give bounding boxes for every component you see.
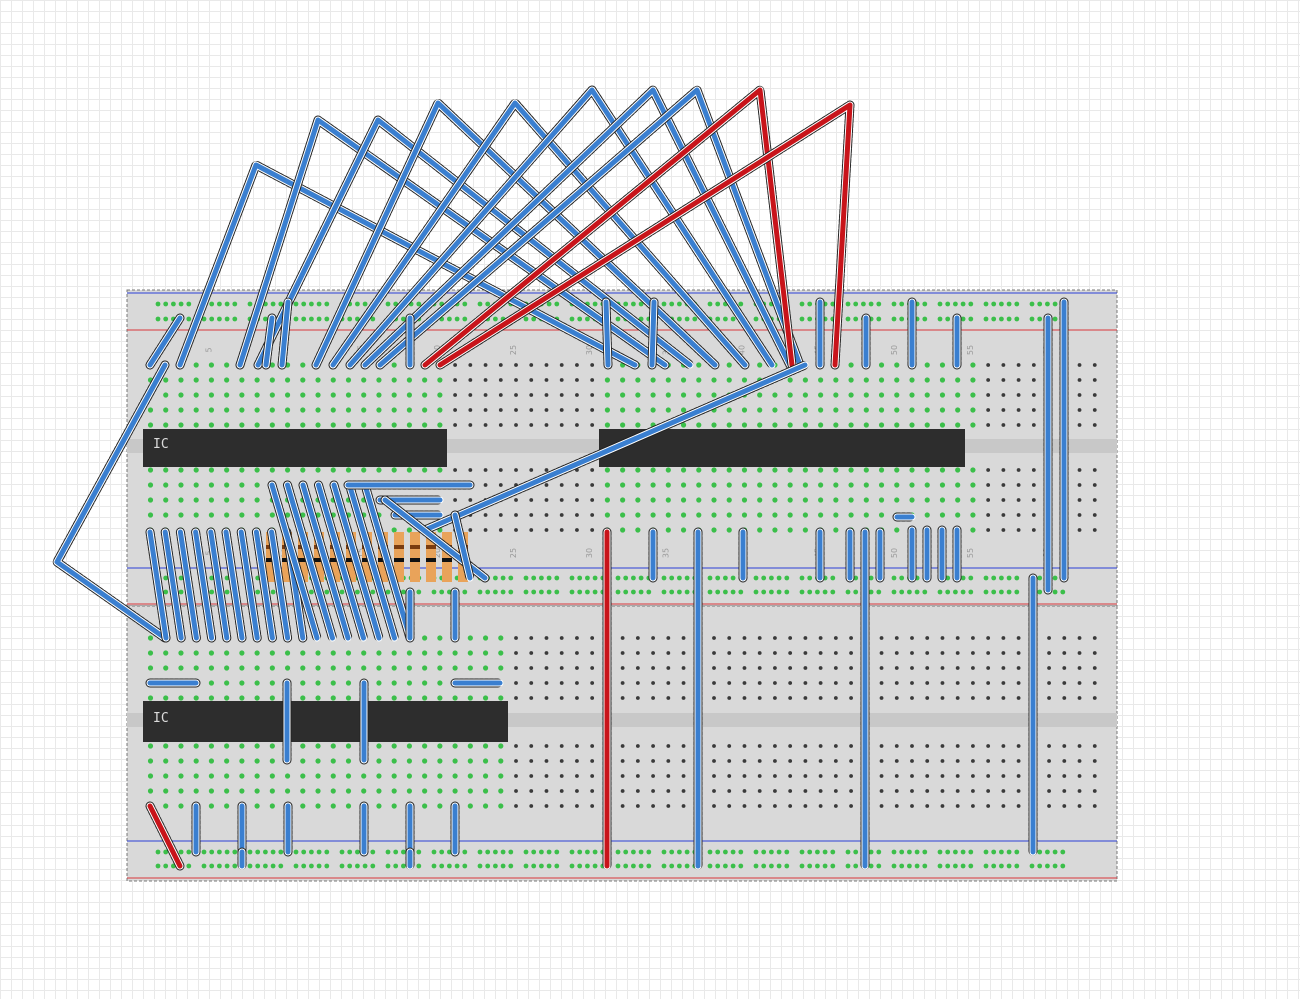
resistor-band xyxy=(346,558,356,562)
chip-layer: IC IC xyxy=(143,429,965,742)
resistor-band xyxy=(426,558,436,562)
resistor-band xyxy=(314,558,324,562)
blue-wire[interactable] xyxy=(360,480,415,643)
blue-wire[interactable] xyxy=(267,527,293,643)
resistor[interactable] xyxy=(426,532,436,582)
column-number: 15 xyxy=(357,548,366,558)
blue-wire[interactable] xyxy=(253,115,695,370)
column-number: 25 xyxy=(509,548,518,558)
resistor-band xyxy=(266,558,276,562)
column-number: 5 xyxy=(204,550,213,555)
blue-wire[interactable] xyxy=(206,527,232,643)
column-number: 55 xyxy=(966,548,975,558)
wire-layer xyxy=(52,85,1069,871)
column-number: 5 xyxy=(204,347,213,352)
column-number: 40 xyxy=(737,345,746,355)
resistor-band xyxy=(394,545,404,549)
ic-chip-1[interactable]: IC xyxy=(143,429,447,467)
resistor[interactable] xyxy=(410,532,420,582)
breadboard-half-bottom[interactable] xyxy=(126,605,1118,882)
blue-wire[interactable] xyxy=(235,115,670,370)
resistor[interactable] xyxy=(442,532,452,582)
blue-wire[interactable] xyxy=(328,98,750,370)
blue-wire[interactable] xyxy=(311,98,720,370)
blue-wire[interactable] xyxy=(175,527,201,643)
column-number: 30 xyxy=(585,345,594,355)
resistor-band xyxy=(298,558,308,562)
ic-chip-2[interactable] xyxy=(599,429,965,467)
blue-wire[interactable] xyxy=(345,85,777,370)
blue-wire[interactable] xyxy=(647,297,659,370)
column-number: 50 xyxy=(890,345,899,355)
blue-wire[interactable] xyxy=(329,480,384,643)
blue-wire[interactable] xyxy=(267,480,322,643)
red-wire[interactable] xyxy=(145,801,185,871)
blue-wire[interactable] xyxy=(345,480,399,643)
blue-wire[interactable] xyxy=(450,510,475,583)
column-number: 20 xyxy=(433,548,442,558)
red-wire[interactable] xyxy=(420,85,797,370)
blue-wire[interactable] xyxy=(52,360,170,643)
blue-wire[interactable] xyxy=(145,527,171,643)
ic-chip-3-label: IC xyxy=(153,711,169,726)
blue-wire[interactable] xyxy=(601,297,613,370)
resistor[interactable] xyxy=(314,532,324,582)
ic-chip-1-label: IC xyxy=(153,437,169,452)
resistor-band xyxy=(426,545,436,549)
blue-wire[interactable] xyxy=(360,85,795,370)
resistor[interactable] xyxy=(298,532,308,582)
resistor-band xyxy=(442,558,452,562)
blue-wire[interactable] xyxy=(160,527,186,643)
blue-wire[interactable] xyxy=(298,480,353,643)
blue-wire[interactable] xyxy=(191,527,217,643)
blue-wire[interactable] xyxy=(221,527,247,643)
column-number: 55 xyxy=(966,345,975,355)
blue-wire[interactable] xyxy=(283,480,337,643)
blue-wire[interactable] xyxy=(314,480,368,643)
resistor[interactable] xyxy=(394,532,404,582)
ic-chip-3[interactable]: IC xyxy=(143,701,508,742)
resistor-band xyxy=(410,558,420,562)
column-number: 30 xyxy=(585,548,594,558)
blue-wire[interactable] xyxy=(236,527,262,643)
column-number: 50 xyxy=(890,548,899,558)
blue-wire[interactable] xyxy=(375,85,805,370)
red-wire[interactable] xyxy=(435,100,855,370)
resistor-band xyxy=(410,545,420,549)
column-number: 35 xyxy=(661,548,670,558)
blue-wire[interactable] xyxy=(251,527,277,643)
resistor[interactable] xyxy=(330,532,340,582)
column-number: 25 xyxy=(509,345,518,355)
blue-wire[interactable] xyxy=(420,360,810,535)
resistor-band xyxy=(330,558,340,562)
blue-wire[interactable] xyxy=(145,313,185,370)
resistor-band xyxy=(394,558,404,562)
blue-wire[interactable] xyxy=(261,313,277,370)
blue-wire[interactable] xyxy=(277,297,293,370)
